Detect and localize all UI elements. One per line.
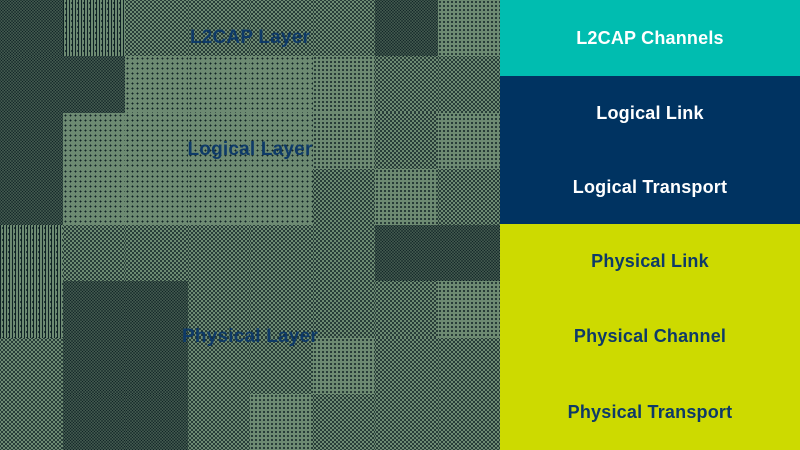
texture-cell xyxy=(437,393,500,450)
texture-cell xyxy=(437,168,500,225)
l2cap-channels-block: L2CAP Channels xyxy=(500,0,800,76)
texture-cell xyxy=(0,0,63,57)
texture-cell xyxy=(437,56,500,113)
logical-link-label: Logical Link xyxy=(596,102,704,123)
texture-cell xyxy=(375,168,438,225)
texture-cell xyxy=(187,168,250,225)
components-pane: L2CAP Channels Logical Link Logical Tran… xyxy=(500,0,800,450)
texture-cell xyxy=(250,168,313,225)
layers-pane: L2CAP Layer Logical Layer Physical Layer xyxy=(0,0,500,450)
texture-cell xyxy=(0,225,63,282)
texture-cell xyxy=(375,0,438,57)
texture-cell xyxy=(312,168,375,225)
texture-cell xyxy=(250,281,313,338)
texture-cell xyxy=(312,337,375,394)
physical-layer-row: Physical Layer xyxy=(0,224,500,450)
physical-link-label: Physical Link xyxy=(591,251,709,272)
physical-channel-label: Physical Channel xyxy=(573,326,727,347)
texture-cell xyxy=(312,393,375,450)
texture-cell xyxy=(0,337,63,394)
texture-cell xyxy=(187,0,250,57)
texture-cell xyxy=(62,337,125,394)
texture-cell xyxy=(375,56,438,113)
l2cap-layer-label: L2CAP Layer xyxy=(189,27,311,48)
texture-cell xyxy=(375,337,438,394)
texture-cell xyxy=(187,281,250,338)
texture-cell xyxy=(62,56,125,113)
texture-cell xyxy=(437,281,500,338)
physical-layer-label: Physical Layer xyxy=(182,326,318,347)
texture-cell xyxy=(0,393,63,450)
l2cap-channels-label: L2CAP Channels xyxy=(576,27,724,48)
texture-cell xyxy=(62,112,125,169)
texture-cell xyxy=(437,0,500,57)
texture-cell xyxy=(375,281,438,338)
texture-cell xyxy=(250,225,313,282)
texture-cell xyxy=(0,168,63,225)
texture-cell xyxy=(125,337,188,394)
texture-cell xyxy=(375,112,438,169)
texture-cell xyxy=(250,56,313,113)
texture-cell xyxy=(62,393,125,450)
texture-cell xyxy=(250,337,313,394)
logical-transport-label: Logical Transport xyxy=(572,176,728,197)
texture-cell xyxy=(125,393,188,450)
texture-cell xyxy=(375,393,438,450)
texture-cell xyxy=(125,281,188,338)
physical-transport-label: Physical Transport xyxy=(567,401,733,422)
texture-cell xyxy=(62,281,125,338)
dither-texture xyxy=(0,0,500,450)
layer-labels: L2CAP Layer Logical Layer Physical Layer xyxy=(0,0,500,450)
logical-layer-label: Logical Layer xyxy=(187,139,313,160)
texture-cell xyxy=(125,225,188,282)
logical-block: Logical Link Logical Transport xyxy=(500,76,800,224)
texture-cell xyxy=(187,225,250,282)
texture-cell xyxy=(0,112,63,169)
texture-cell xyxy=(187,337,250,394)
texture-cell xyxy=(250,112,313,169)
texture-cell xyxy=(437,337,500,394)
texture-cell xyxy=(312,56,375,113)
texture-cell xyxy=(187,56,250,113)
texture-cell xyxy=(62,168,125,225)
texture-cell xyxy=(125,168,188,225)
texture-cell xyxy=(62,225,125,282)
texture-cell xyxy=(375,225,438,282)
texture-cell xyxy=(62,0,125,57)
texture-cell xyxy=(437,112,500,169)
texture-cell xyxy=(187,393,250,450)
texture-cell xyxy=(125,112,188,169)
texture-cell xyxy=(437,225,500,282)
physical-block: Physical Link Physical Channel Physical … xyxy=(500,224,800,450)
texture-cell xyxy=(312,112,375,169)
texture-cell xyxy=(312,281,375,338)
texture-cell xyxy=(312,0,375,57)
texture-cell xyxy=(0,281,63,338)
logical-layer-row: Logical Layer xyxy=(0,76,500,224)
texture-cell xyxy=(125,56,188,113)
texture-cell xyxy=(312,225,375,282)
texture-cell xyxy=(0,56,63,113)
texture-cell xyxy=(250,0,313,57)
l2cap-layer-row: L2CAP Layer xyxy=(0,0,500,76)
texture-cell xyxy=(250,393,313,450)
texture-cell xyxy=(187,112,250,169)
texture-cell xyxy=(125,0,188,57)
